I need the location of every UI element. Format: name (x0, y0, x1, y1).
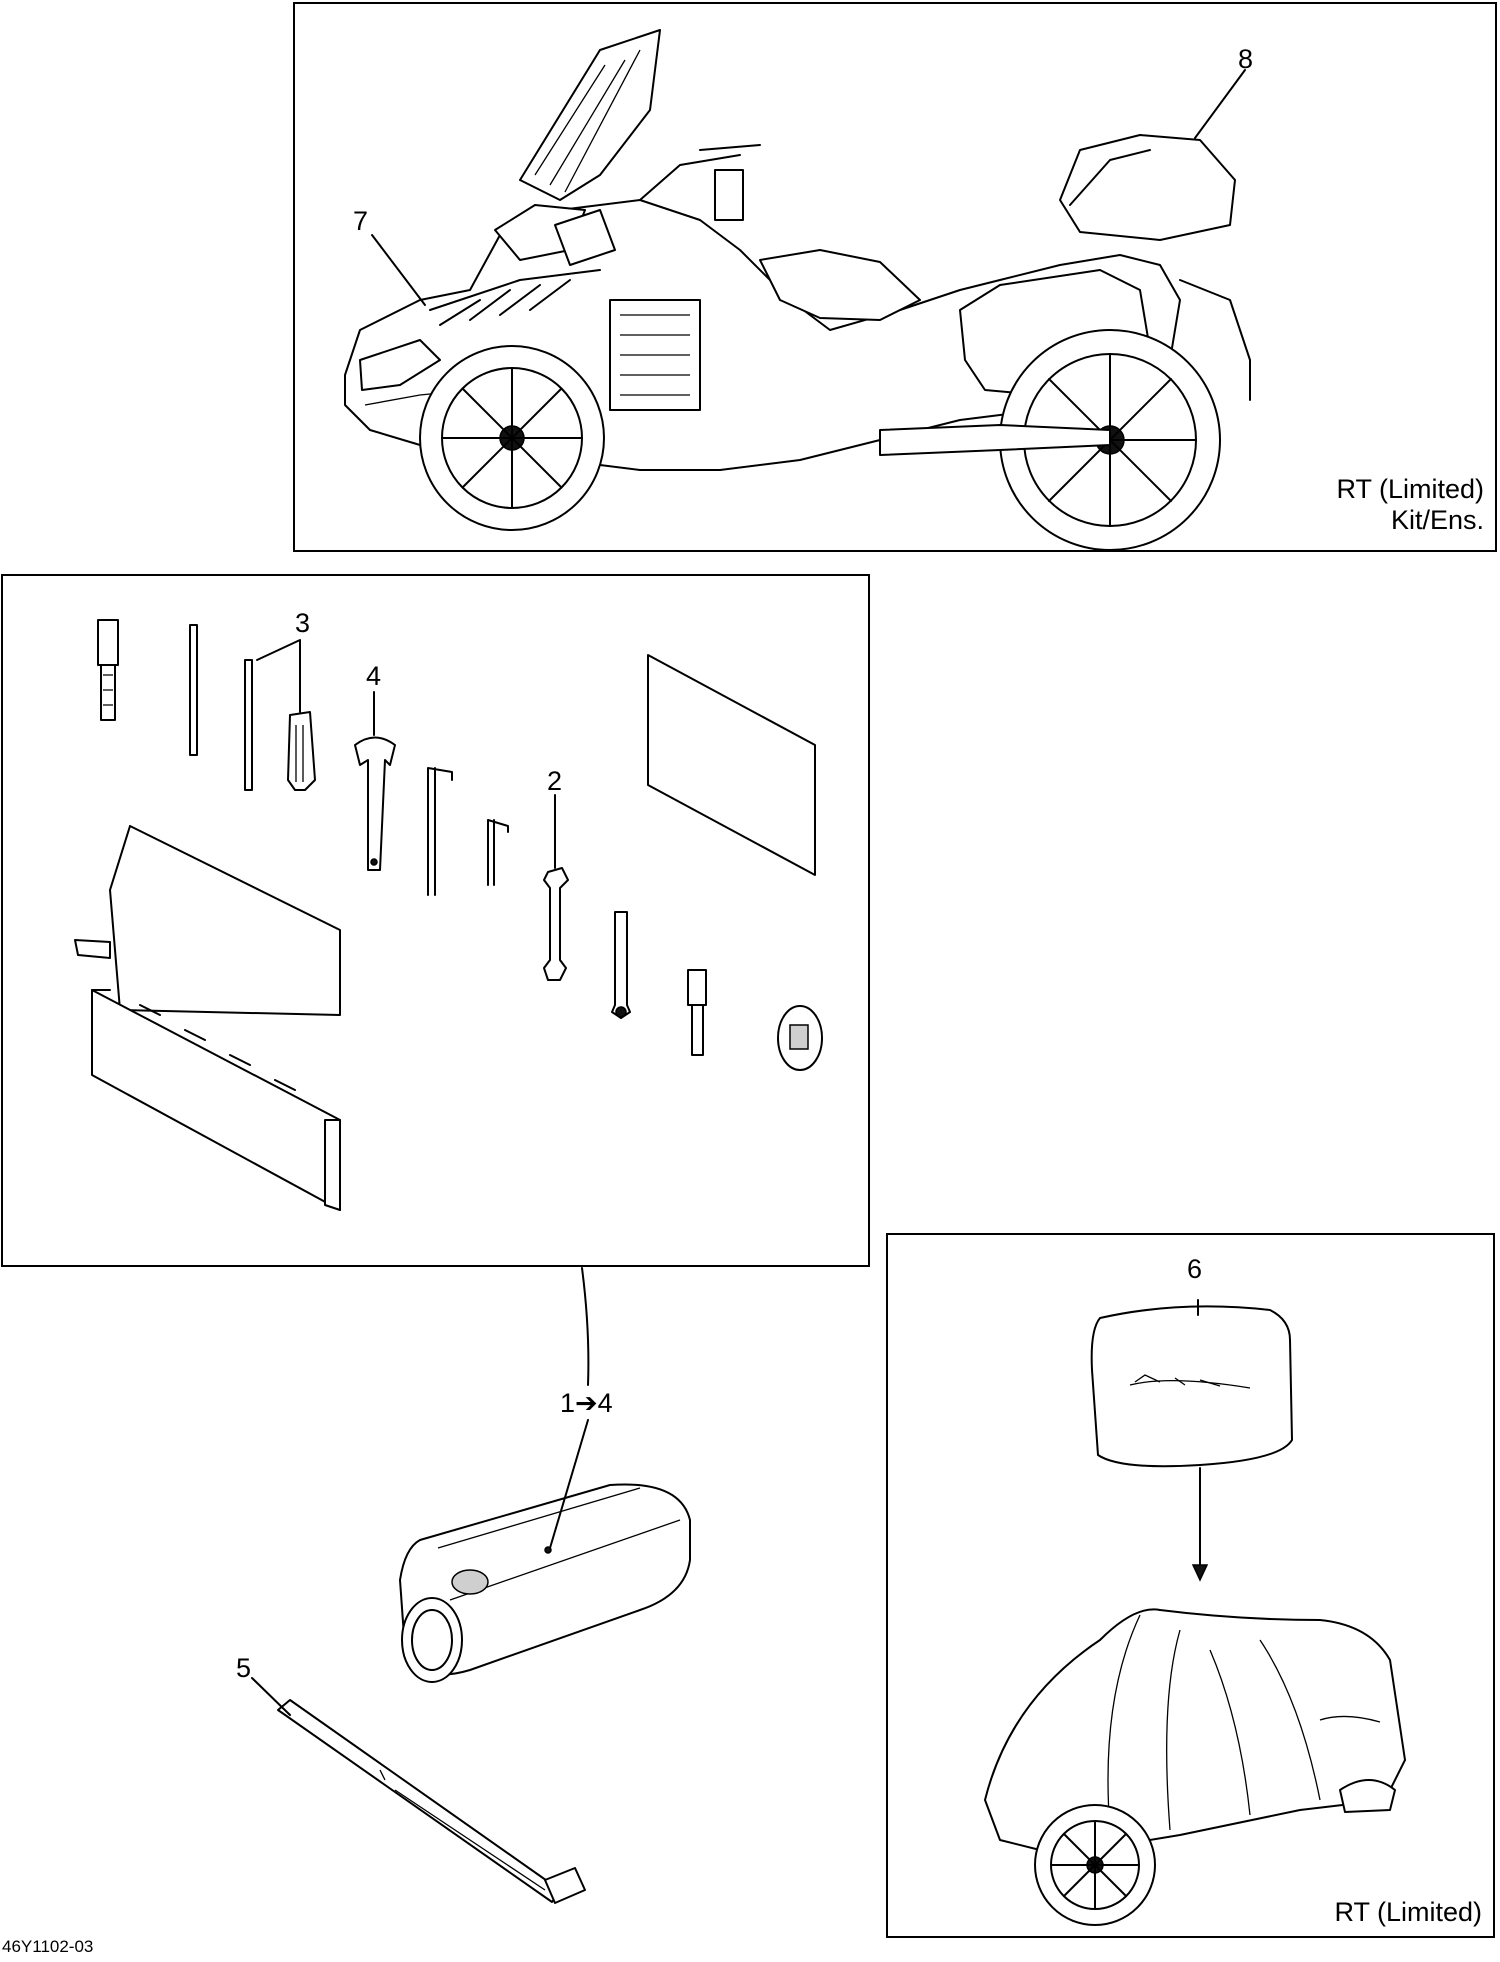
vehicle-caption-line2: Kit/Ens. (1390, 505, 1484, 536)
callout-4: 4 (366, 661, 382, 691)
callout-8: 8 (1238, 44, 1254, 74)
leader-8 (1194, 69, 1246, 139)
document-id: 46Y1102-03 (2, 1937, 94, 1956)
leader-1-4 (549, 1419, 589, 1549)
cover-panel-caption: RT (Limited) (1334, 1897, 1482, 1927)
vehicle-cover-illustration (984, 1608, 1406, 1926)
callout-1-4: 1➔4 (560, 1388, 613, 1418)
motorcycle-illustration (344, 29, 1251, 551)
vehicle-panel-caption: RT (Limited) Kit/Ens. (1336, 474, 1484, 536)
strap-illustration (277, 1699, 586, 1904)
vehicle-caption-line1: RT (Limited) (1336, 474, 1484, 504)
leader-7 (371, 234, 426, 306)
leader-3 (256, 639, 301, 713)
leader-5 (251, 1677, 291, 1716)
callout-3: 3 (295, 608, 311, 638)
cover-bag-illustration (1090, 1305, 1293, 1468)
connector-line (581, 1267, 590, 1386)
tool-kit-illustration (74, 619, 823, 1211)
tool-bag-illustration (399, 1483, 691, 1683)
callout-6: 6 (1187, 1254, 1203, 1284)
callout-7: 7 (353, 206, 369, 236)
callout-5: 5 (236, 1653, 252, 1683)
callout-2: 2 (547, 766, 563, 796)
